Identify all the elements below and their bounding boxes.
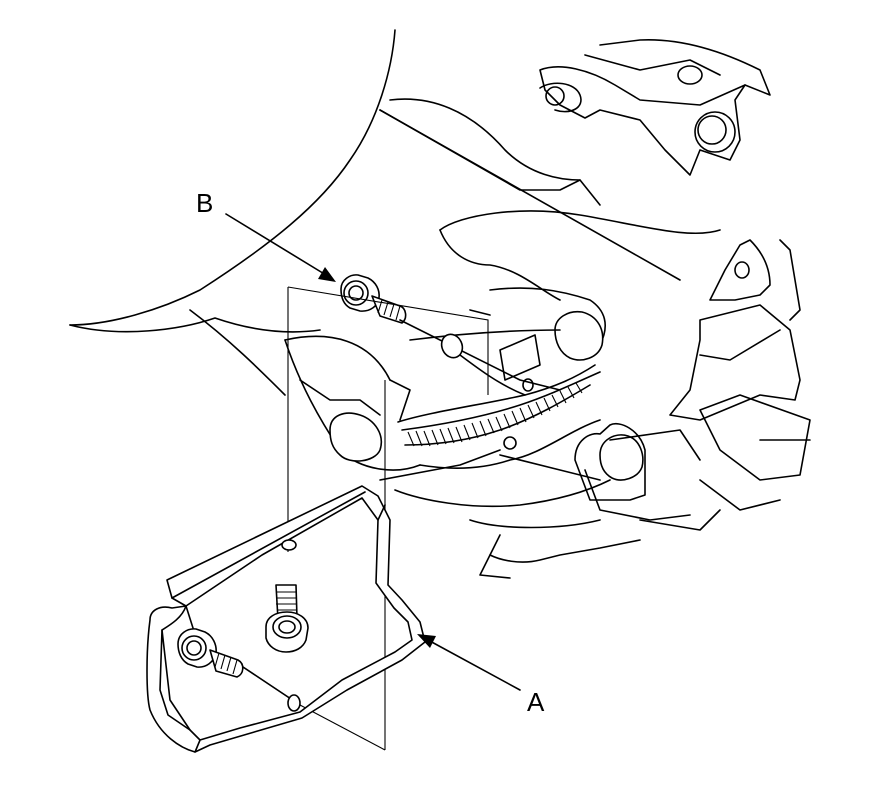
leader-a xyxy=(417,634,521,691)
label-b: B xyxy=(196,188,213,218)
ring-gear-teeth xyxy=(407,382,583,447)
bolt-b xyxy=(340,274,561,391)
label-a: A xyxy=(527,687,545,717)
engine-block xyxy=(69,29,811,579)
leader-b xyxy=(225,213,336,282)
bolt-vertical xyxy=(265,584,309,653)
bolt-horizontal xyxy=(177,628,244,678)
